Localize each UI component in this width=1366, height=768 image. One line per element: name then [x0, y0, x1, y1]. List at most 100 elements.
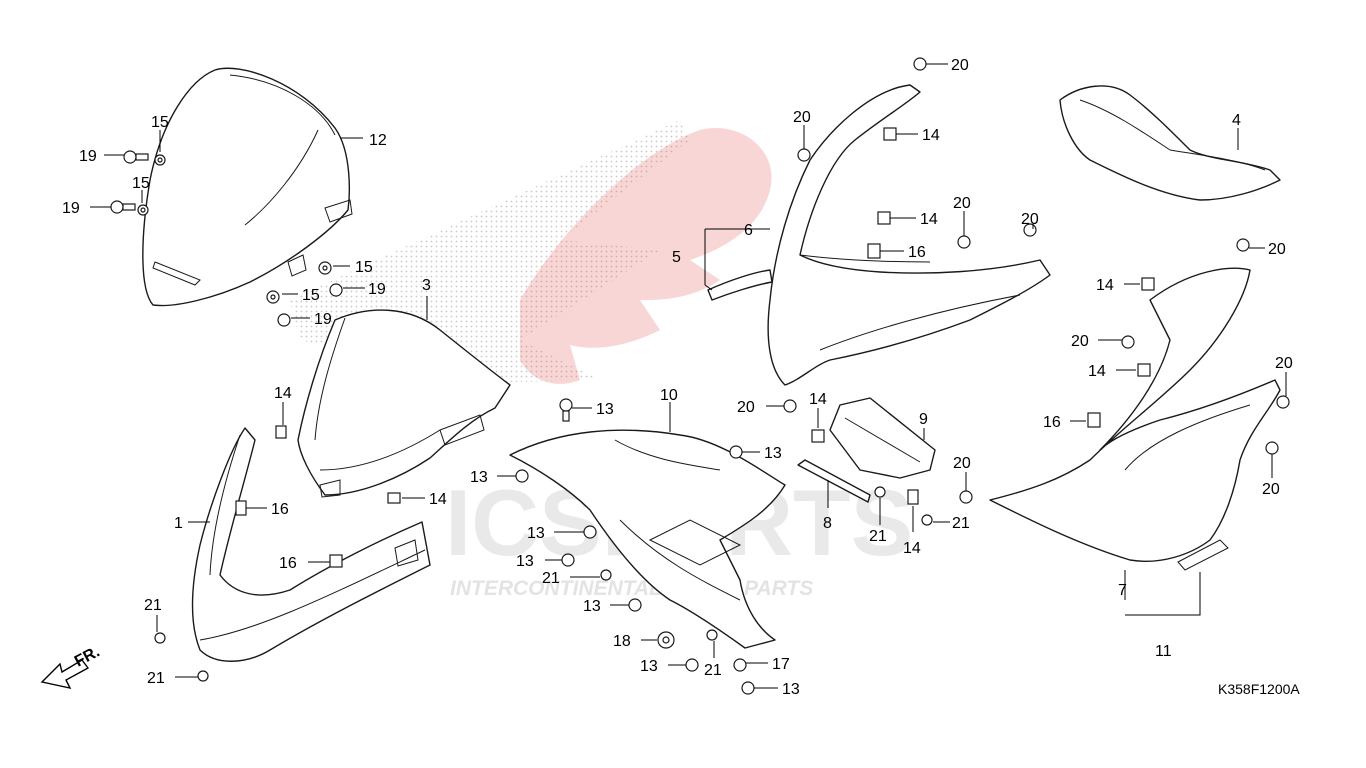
callout-20: 20	[953, 455, 971, 472]
washer-icon	[154, 154, 166, 166]
callout-21: 21	[144, 597, 162, 614]
clip-icon	[877, 211, 891, 225]
clip-icon	[883, 127, 897, 141]
clip-icon	[907, 489, 919, 505]
clip-icon	[811, 429, 825, 443]
callout-14: 14	[809, 391, 827, 408]
bracket-part-9	[829, 397, 936, 479]
callout-13: 13	[527, 525, 545, 542]
washer-icon	[318, 261, 332, 275]
bolt-icon	[957, 235, 971, 249]
callout-15: 15	[302, 287, 320, 304]
screw-icon	[277, 313, 291, 327]
callout-21: 21	[869, 528, 887, 545]
callout-14: 14	[429, 491, 447, 508]
callout-17: 17	[772, 656, 790, 673]
washer-icon	[137, 204, 149, 216]
callout-8: 8	[823, 515, 832, 532]
callout-13: 13	[470, 469, 488, 486]
callout-19: 19	[62, 200, 80, 217]
callout-14: 14	[903, 540, 921, 557]
callout-5: 5	[672, 249, 681, 266]
callout-21: 21	[952, 515, 970, 532]
callout-20: 20	[1021, 211, 1039, 228]
inner-panel-part-3	[297, 309, 511, 498]
rivet-icon	[561, 553, 575, 567]
callout-9: 9	[919, 411, 928, 428]
callout-18: 18	[613, 633, 631, 650]
tapping-screw-icon	[921, 514, 933, 526]
callout-11: 11	[1155, 643, 1172, 660]
callout-13: 13	[782, 681, 800, 698]
callout-16: 16	[908, 244, 926, 261]
clip-icon	[1141, 277, 1155, 291]
watermark-tagline: INTERCONTINENTAL SPARE PARTS	[450, 577, 813, 600]
callout-labels: 12 15 19 15 19 15 15 19 19 3 14 14 1 16 …	[62, 57, 1293, 698]
callout-13: 13	[596, 401, 614, 418]
rivet-icon	[729, 445, 743, 459]
callout-13: 13	[583, 598, 601, 615]
callout-7: 7	[1118, 582, 1127, 599]
clip-nut-icon	[329, 554, 343, 568]
rivet-icon	[583, 525, 597, 539]
screw-icon	[123, 150, 149, 164]
callout-14: 14	[1088, 363, 1106, 380]
tapping-screw-icon	[154, 632, 166, 644]
bolt-icon	[913, 57, 927, 71]
callout-4: 4	[1232, 112, 1241, 129]
rivet-icon	[741, 681, 755, 695]
clip-nut-icon	[867, 243, 881, 259]
callout-20: 20	[1275, 355, 1293, 372]
rivet-icon	[515, 469, 529, 483]
rivet-icon	[685, 658, 699, 672]
handle-cover-part-4	[1059, 85, 1281, 201]
rivet-icon	[559, 398, 573, 422]
bolt-icon	[1265, 441, 1279, 455]
bolt-icon	[1276, 395, 1290, 409]
front-arrow-icon	[40, 659, 90, 689]
screw-icon	[329, 283, 343, 297]
nut-icon	[733, 658, 747, 672]
front-lower-cover-part-1	[191, 427, 431, 662]
callout-20: 20	[1071, 333, 1089, 350]
callout-14: 14	[920, 211, 938, 228]
clip-nut-icon	[235, 500, 247, 516]
grommet-icon	[657, 631, 675, 649]
center-lower-cover-part-10	[509, 429, 786, 649]
callout-20: 20	[737, 399, 755, 416]
callout-21: 21	[147, 670, 165, 687]
fasteners	[110, 57, 1290, 695]
callout-16: 16	[279, 555, 297, 572]
callout-20: 20	[1268, 241, 1286, 258]
small-trim-part-5	[707, 269, 773, 301]
callout-20: 20	[793, 109, 811, 126]
callout-16: 16	[1043, 414, 1061, 431]
callout-20: 20	[951, 57, 969, 74]
callout-13: 13	[516, 553, 534, 570]
callout-16: 16	[271, 501, 289, 518]
callout-19: 19	[314, 311, 332, 328]
callout-6: 6	[744, 222, 753, 239]
callout-19: 19	[79, 148, 97, 165]
tapping-screw-icon	[600, 569, 612, 581]
diagram-part-code: K358F1200A	[1218, 681, 1300, 697]
clip-nut-icon	[1087, 412, 1101, 428]
clip-icon	[387, 492, 401, 504]
callout-21: 21	[704, 662, 722, 679]
callout-13: 13	[764, 445, 782, 462]
callout-3: 3	[422, 277, 431, 294]
tapping-screw-icon	[874, 486, 886, 498]
washer-icon	[266, 290, 280, 304]
callout-10: 10	[660, 387, 678, 404]
side-cover-part-7-11	[989, 267, 1281, 571]
stay-part-8	[797, 459, 871, 503]
bolt-icon	[1236, 238, 1250, 252]
bolt-icon	[783, 399, 797, 413]
bolt-icon	[797, 148, 811, 162]
callout-14: 14	[922, 127, 940, 144]
rivet-icon	[628, 598, 642, 612]
callout-15: 15	[355, 259, 373, 276]
tapping-screw-icon	[197, 670, 209, 682]
tapping-screw-icon	[706, 629, 718, 641]
